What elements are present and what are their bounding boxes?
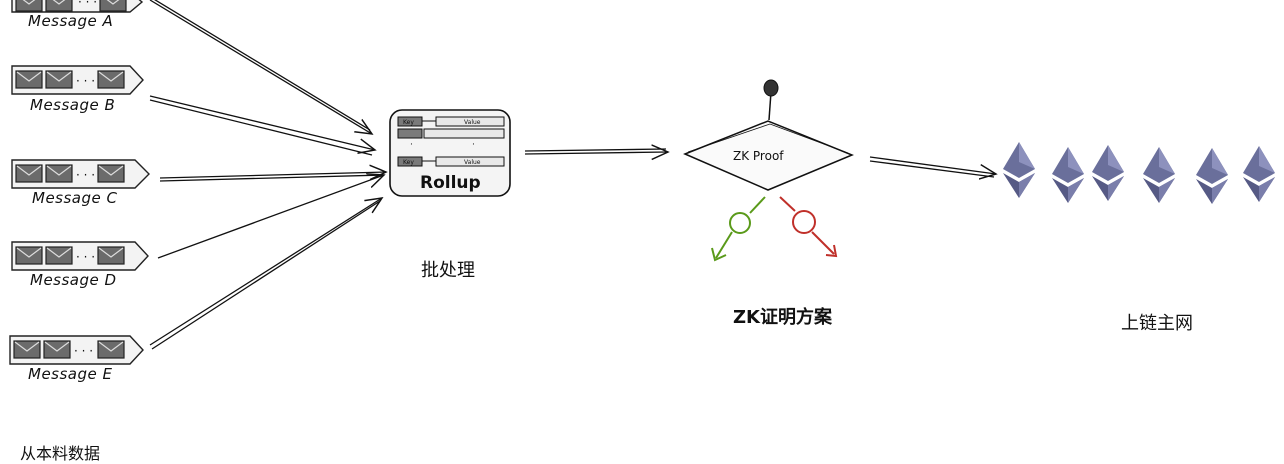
- envelope-icon: [45, 246, 73, 265]
- envelope-icon: [99, 0, 127, 12]
- rollup-value-label-1: Value: [464, 119, 481, 126]
- svg-text:· · ·: · · ·: [76, 168, 95, 182]
- envelope-icon: [15, 70, 43, 89]
- message-d-label: Message D: [30, 271, 117, 289]
- ethereum-icon: [1003, 142, 1035, 198]
- message-e-card: · · ·: [9, 335, 144, 365]
- envelope-icon: [97, 164, 125, 183]
- chain-caption: 上链主网: [1121, 313, 1193, 334]
- message-b-card: · · ·: [11, 65, 144, 95]
- footer-text: 从本料数据: [20, 444, 101, 463]
- envelope-icon: [45, 0, 73, 12]
- rollup-to-proof-arrow: [524, 149, 668, 154]
- rollup-box: · · Key Value Key Value Rollup: [389, 109, 511, 197]
- rollup-title: Rollup: [420, 173, 481, 193]
- envelope-icon: [13, 340, 41, 359]
- svg-text:·: ·: [410, 140, 413, 150]
- envelope-icon: [97, 246, 125, 265]
- zk-proof-title: ZK Proof: [733, 149, 784, 163]
- rollup-key-label-1: Key: [403, 119, 414, 126]
- message-c-card: · · ·: [11, 159, 150, 189]
- ethereum-icon: [1092, 145, 1124, 201]
- message-a-label: Message A: [28, 12, 114, 30]
- envelope-icon: [15, 164, 43, 183]
- ethereum-chain: [1003, 142, 1275, 204]
- svg-text:·: ·: [472, 140, 475, 150]
- message-e-label: Message E: [28, 365, 113, 383]
- proof-to-chain-arrow: [869, 156, 996, 177]
- zk-proof-caption: ZK证明方案: [733, 307, 832, 328]
- rollup-caption: 批处理: [421, 260, 475, 281]
- envelope-icon: [15, 0, 43, 12]
- accept-branch: [711, 196, 766, 262]
- rollup-flow-diagram: · · · · · · · · · · · · · · ·: [9, 0, 1275, 365]
- reject-branch: [779, 196, 838, 258]
- envelope-icon: [43, 340, 71, 359]
- ethereum-icon: [1143, 147, 1175, 203]
- envelope-icon: [97, 70, 125, 89]
- ethereum-icon: [1052, 147, 1084, 203]
- envelope-icon: [97, 340, 125, 359]
- svg-text:· · ·: · · ·: [74, 344, 93, 358]
- svg-text:· · ·: · · ·: [78, 0, 97, 9]
- svg-text:· · ·: · · ·: [76, 250, 95, 264]
- envelope-icon: [15, 246, 43, 265]
- message-c-label: Message C: [32, 189, 118, 207]
- rollup-key-label-2: Key: [403, 159, 414, 166]
- zk-proof-node: ZK Proof: [683, 79, 854, 191]
- ethereum-icon: [1196, 148, 1228, 204]
- message-b-label: Message B: [30, 96, 116, 114]
- message-a-card: · · ·: [11, 0, 144, 13]
- message-d-card: · · ·: [11, 241, 149, 271]
- envelope-icon: [45, 70, 73, 89]
- svg-text:· · ·: · · ·: [76, 74, 95, 88]
- message-arrows: [149, 0, 386, 350]
- rollup-value-label-2: Value: [464, 159, 481, 166]
- ethereum-icon: [1243, 146, 1275, 202]
- envelope-icon: [45, 164, 73, 183]
